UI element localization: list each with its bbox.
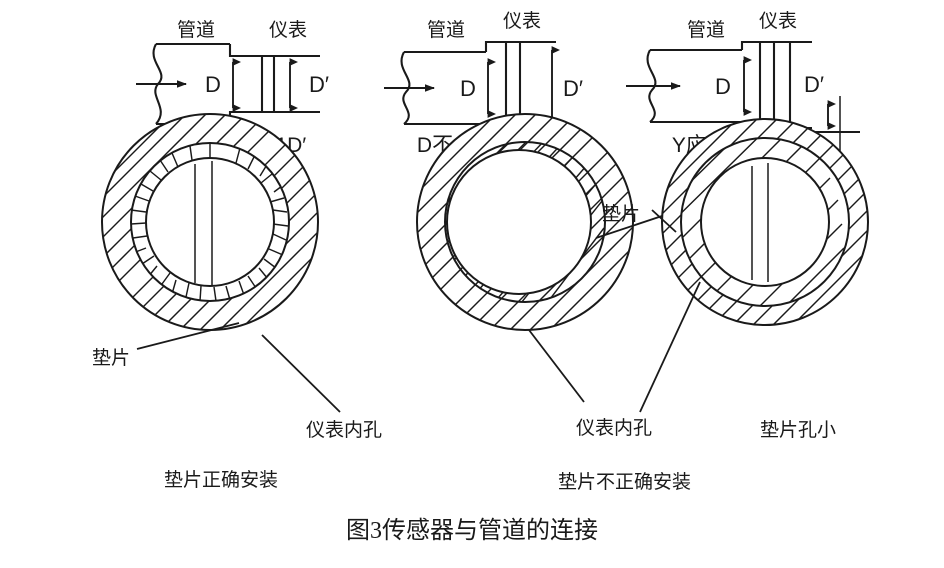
incorrect-caption: 垫片不正确安装 (558, 471, 691, 493)
diagram3-dim-D-label: D (715, 74, 731, 99)
diagram3-break-line (646, 49, 657, 123)
left-gasket-leader (136, 322, 240, 350)
diagram2-dim-D-label: D (460, 76, 476, 101)
right-bore-circle (700, 157, 830, 287)
right-gasket-leader (651, 209, 677, 233)
diagram3-meter-label: 仪表 (759, 10, 797, 32)
diagram1-pipe-label: 管道 (177, 19, 215, 41)
middle-bore-leader (528, 329, 585, 403)
diagram3-dim-Dprime-label: D′ (804, 72, 824, 97)
left-gasket-label: 垫片 (92, 347, 130, 369)
left-bore-leader (261, 334, 341, 413)
diagram2-pipe-label: 管道 (427, 19, 465, 41)
middle-gasket-label: 垫片 (602, 203, 640, 225)
middle-bore-circle (446, 149, 592, 295)
diagram3-step-top (740, 40, 812, 50)
figure-title: 图3传感器与管道的连接 (346, 517, 598, 544)
middle-gasket-leader (595, 211, 675, 239)
right-bore-leader (639, 281, 701, 413)
left-bore-label: 仪表内孔 (306, 419, 382, 441)
diagram1-dim-Dprime-label: D′ (309, 72, 329, 97)
diagram2-dim-Dprime-label: D′ (563, 76, 583, 101)
diagram2-break-line (400, 51, 411, 125)
diagram3-pipe-label: 管道 (687, 19, 725, 41)
diagram1-meter-label: 仪表 (269, 19, 307, 41)
diagram2-meter-label: 仪表 (503, 10, 541, 32)
left-caption: 垫片正确安装 (164, 469, 278, 491)
bottom-circle-right: 垫片孔小 垫片不正确安装 (558, 118, 869, 493)
diagram1-dim-D-label: D (205, 72, 221, 97)
diagram2-step-top (484, 40, 556, 52)
middle-bore-label: 仪表内孔 (576, 417, 652, 439)
right-note-label: 垫片孔小 (760, 419, 836, 441)
left-bore-circle (145, 157, 275, 287)
